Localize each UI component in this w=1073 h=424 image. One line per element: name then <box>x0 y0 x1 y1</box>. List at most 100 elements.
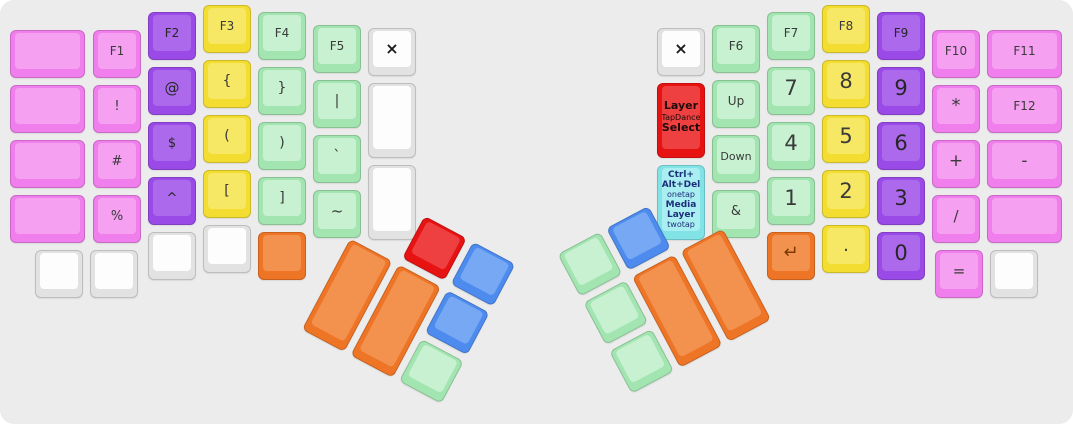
key-lbrace[interactable]: { <box>203 60 251 108</box>
key-percent[interactable]: % <box>93 195 141 243</box>
key-minus[interactable]: - <box>987 140 1062 188</box>
key-4-top: 4 <box>772 125 810 161</box>
key-f5-top: F5 <box>318 28 356 64</box>
key-up-label: Up <box>727 94 745 108</box>
key-f2-label: F2 <box>164 26 180 40</box>
key-f4-top: F4 <box>263 15 301 51</box>
key-f1[interactable]: F1 <box>93 30 141 78</box>
key-lbracket[interactable]: [ <box>203 170 251 218</box>
key-f7[interactable]: F7 <box>767 12 815 60</box>
key-f8[interactable]: F8 <box>822 5 870 53</box>
key-dollar[interactable]: $ <box>148 122 196 170</box>
key-pipe[interactable]: | <box>313 80 361 128</box>
key-enter-label: ↵ <box>783 242 799 263</box>
key-period[interactable]: . <box>822 225 870 273</box>
key-f6[interactable]: F6 <box>712 25 760 73</box>
key-0-top: 0 <box>882 235 920 271</box>
key-f5-label: F5 <box>329 39 345 53</box>
key-asterisk[interactable]: * <box>932 85 980 133</box>
key-exclamation-top: ! <box>98 88 136 124</box>
key-backtick[interactable]: ` <box>313 135 361 183</box>
key-f11[interactable]: F11 <box>987 30 1062 78</box>
key-pink-blank-1[interactable] <box>10 30 85 78</box>
key-4[interactable]: 4 <box>767 122 815 170</box>
key-down-top: Down <box>717 138 755 174</box>
key-plus[interactable]: + <box>932 140 980 188</box>
key-f9[interactable]: F9 <box>877 12 925 60</box>
key-plus-top: + <box>937 143 975 179</box>
key-caret[interactable]: ^ <box>148 177 196 225</box>
key-5[interactable]: 5 <box>822 115 870 163</box>
key-7[interactable]: 7 <box>767 67 815 115</box>
key-at-label: @ <box>164 78 180 97</box>
key-close-right-top: × <box>662 31 700 67</box>
key-close-right[interactable]: × <box>657 28 705 76</box>
key-pink-blank-2-top <box>15 88 80 124</box>
key-asterisk-top: * <box>937 88 975 124</box>
key-enter[interactable]: ↵ <box>767 232 815 280</box>
key-f3[interactable]: F3 <box>203 5 251 53</box>
key-white-blank-col4-top <box>208 228 246 264</box>
key-percent-label: % <box>110 208 124 224</box>
key-ctrl-alt-del-label: twotap <box>667 220 695 230</box>
key-f12-top: F12 <box>992 88 1057 124</box>
key-thumb-right-green-top-top <box>563 236 614 287</box>
key-equals[interactable]: = <box>935 250 983 298</box>
key-down-label: Down <box>720 149 752 163</box>
key-pink-blank-4[interactable] <box>10 195 85 243</box>
key-close-left[interactable]: × <box>368 28 416 76</box>
key-white-tall-1[interactable] <box>368 83 416 158</box>
key-9[interactable]: 9 <box>877 67 925 115</box>
key-rparen[interactable]: ) <box>258 122 306 170</box>
key-0[interactable]: 0 <box>877 232 925 280</box>
key-rbrace[interactable]: } <box>258 67 306 115</box>
key-white-bottom-1[interactable] <box>35 250 83 298</box>
key-0-label: 0 <box>894 240 908 265</box>
key-f10[interactable]: F10 <box>932 30 980 78</box>
key-caret-top: ^ <box>153 180 191 216</box>
key-1[interactable]: 1 <box>767 177 815 225</box>
key-pink-blank-3[interactable] <box>10 140 85 188</box>
key-2[interactable]: 2 <box>822 170 870 218</box>
key-thumb-right-blue-top <box>611 210 663 261</box>
key-orange-blank-left[interactable] <box>258 232 306 280</box>
key-pink-blank-2[interactable] <box>10 85 85 133</box>
key-lbrace-top: { <box>208 63 246 99</box>
key-lparen-label: ( <box>224 128 230 144</box>
key-f10-top: F10 <box>937 33 975 69</box>
key-exclamation[interactable]: ! <box>93 85 141 133</box>
key-rbracket[interactable]: ] <box>258 177 306 225</box>
key-f11-top: F11 <box>992 33 1057 69</box>
key-f11-label: F11 <box>1013 44 1036 58</box>
key-f12[interactable]: F12 <box>987 85 1062 133</box>
key-pink-blank-right[interactable] <box>987 195 1062 243</box>
key-backtick-top: ` <box>318 138 356 174</box>
key-at-top: @ <box>153 70 191 106</box>
key-down[interactable]: Down <box>712 135 760 183</box>
key-f3-label: F3 <box>219 19 235 33</box>
key-at[interactable]: @ <box>148 67 196 115</box>
key-f5[interactable]: F5 <box>313 25 361 73</box>
key-8[interactable]: 8 <box>822 60 870 108</box>
key-f9-top: F9 <box>882 15 920 51</box>
key-white-tall-2[interactable] <box>368 165 416 240</box>
key-up[interactable]: Up <box>712 80 760 128</box>
key-lparen[interactable]: ( <box>203 115 251 163</box>
key-f2[interactable]: F2 <box>148 12 196 60</box>
key-hash[interactable]: # <box>93 140 141 188</box>
key-white-blank-col4[interactable] <box>203 225 251 273</box>
key-3[interactable]: 3 <box>877 177 925 225</box>
key-white-blank-col3[interactable] <box>148 232 196 280</box>
key-slash-label: / <box>953 206 959 225</box>
key-5-top: 5 <box>827 118 865 154</box>
key-white-bottom-right[interactable] <box>990 250 1038 298</box>
key-tilde[interactable]: ~ <box>313 190 361 238</box>
key-6[interactable]: 6 <box>877 122 925 170</box>
key-f4[interactable]: F4 <box>258 12 306 60</box>
key-f8-label: F8 <box>838 19 854 33</box>
key-slash[interactable]: / <box>932 195 980 243</box>
key-white-bottom-2[interactable] <box>90 250 138 298</box>
